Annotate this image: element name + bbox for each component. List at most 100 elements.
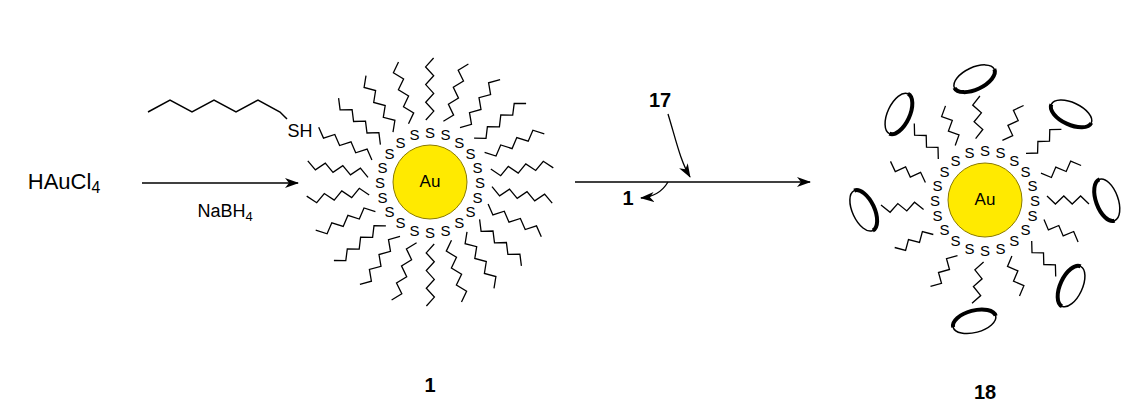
cyclodextrin-disc [1052,262,1091,311]
alkyl-chain [319,127,372,160]
alkyl-chain [485,130,545,156]
alkyl-chain [1041,161,1081,177]
sulfur-atom: S [1020,163,1030,178]
reagent: NaBH4 [197,202,252,223]
alkyl-chain [942,106,959,146]
cyclodextrin-disc [1047,94,1096,133]
reaction-arrow [575,181,810,183]
sulfur-atom: S [473,190,483,205]
alkyl-chain [914,124,938,159]
alkyl-chain [339,98,381,145]
alkyl-chain [364,76,395,132]
alkyl-chain [474,103,526,138]
core-label: Au [420,172,441,192]
alkyl-chains [307,58,1125,338]
alkyl-chain [426,58,434,120]
sulfur-atom: S [465,145,475,160]
alkyl-chain [1002,106,1023,141]
sulfur-atom: S [1030,193,1040,208]
gold-nanoparticle: Au [285,37,575,327]
alkyl-chain [392,243,417,300]
cyclodextrin-disc [1089,176,1125,225]
cyclodextrin-disc [950,305,998,338]
alkyl-chain [491,161,554,175]
alkyl-chain [308,161,368,178]
sulfur-atom: S [377,190,387,205]
sulfur-atom: S [980,143,990,158]
alkyl-chain [881,202,924,212]
sulfur-atom: S [396,134,406,149]
sulfur-atom: S [385,145,395,160]
alkyl-chain [1026,129,1061,153]
sulfur-atom: S [940,163,950,178]
alkyl-chain [307,188,370,202]
alkyl-chain [480,219,522,266]
alkyl-chain [446,240,466,302]
compound-number: 18 [974,382,996,402]
sulfur-atom: S [440,127,450,142]
sulfur-atom: S [951,233,961,248]
sulfur-atom: S [475,175,485,190]
reaction-arrow [142,182,298,184]
alkyl-chain [334,226,386,261]
alkyl-chain [973,96,983,139]
byproduct-out-arrow [641,182,668,198]
sulfur-atom: S [473,159,483,174]
sulfur-atom: S [932,177,942,192]
compound-number: 17 [649,90,671,110]
core-label: Au [975,190,996,210]
compound-number: 1 [424,375,435,395]
sulfur-atom: S [995,240,1005,255]
sulfur-atom: S [1028,208,1038,223]
alkyl-chain [891,161,926,182]
sulfur-atom: S [454,134,464,149]
sulfur-atom: S [951,152,961,167]
sulfur-atom: S [1009,152,1019,167]
formula: HAuCl4 [28,171,100,196]
sulfur-atom: S [396,215,406,230]
sulfur-atom: S [1020,222,1030,237]
gold-nanoparticle: Au [810,25,1143,375]
sulfur-atom: S [995,145,1005,160]
hexanethiol-chain [148,100,287,119]
sulfur-atom: S [965,145,975,160]
alkyl-chain [443,64,468,121]
alkyl-chain [492,187,552,204]
alkyl-chain [488,204,541,237]
sulfur-atom: S [410,222,420,237]
alkyl-chain [1008,256,1024,296]
cyclodextrin-disc [844,186,883,235]
sulfur-atom: S [377,159,387,174]
sulfur-atom: S [425,225,435,240]
sulfur-atom: S [980,243,990,258]
sulfur-atom: S [425,125,435,140]
compound-number: 1 [622,188,633,208]
alkyl-chain [1044,220,1078,242]
alkyl-chain [465,232,496,288]
sulfur-atom: S [454,215,464,230]
thiol-group: SH [287,122,312,140]
sulfur-atom: S [940,222,950,237]
alkyl-chain [972,262,984,303]
sulfur-atom: S [930,193,940,208]
sulfur-atom: S [410,127,420,142]
sulfur-atom: S [440,222,450,237]
cyclodextrin-disc [879,89,918,138]
alkyl-chain [1047,196,1089,204]
alkyl-chain [316,208,376,234]
alkyl-chain [1032,241,1056,276]
alkyl-chain [931,256,958,287]
alkyl-chain [426,244,434,306]
sulfur-atom: S [465,204,475,219]
sulfur-atom: S [375,175,385,190]
alkyl-chain [895,232,934,251]
alkyl-chain [360,236,400,284]
sulfur-atom: S [1028,177,1038,192]
sulfur-atom: S [385,204,395,219]
sulfur-atom: S [1009,233,1019,248]
reagent-in-arrow [668,114,690,177]
sulfur-atom: S [932,208,942,223]
sulfur-atom: S [965,240,975,255]
cyclodextrin-disc [950,59,999,98]
alkyl-chain [393,62,413,124]
